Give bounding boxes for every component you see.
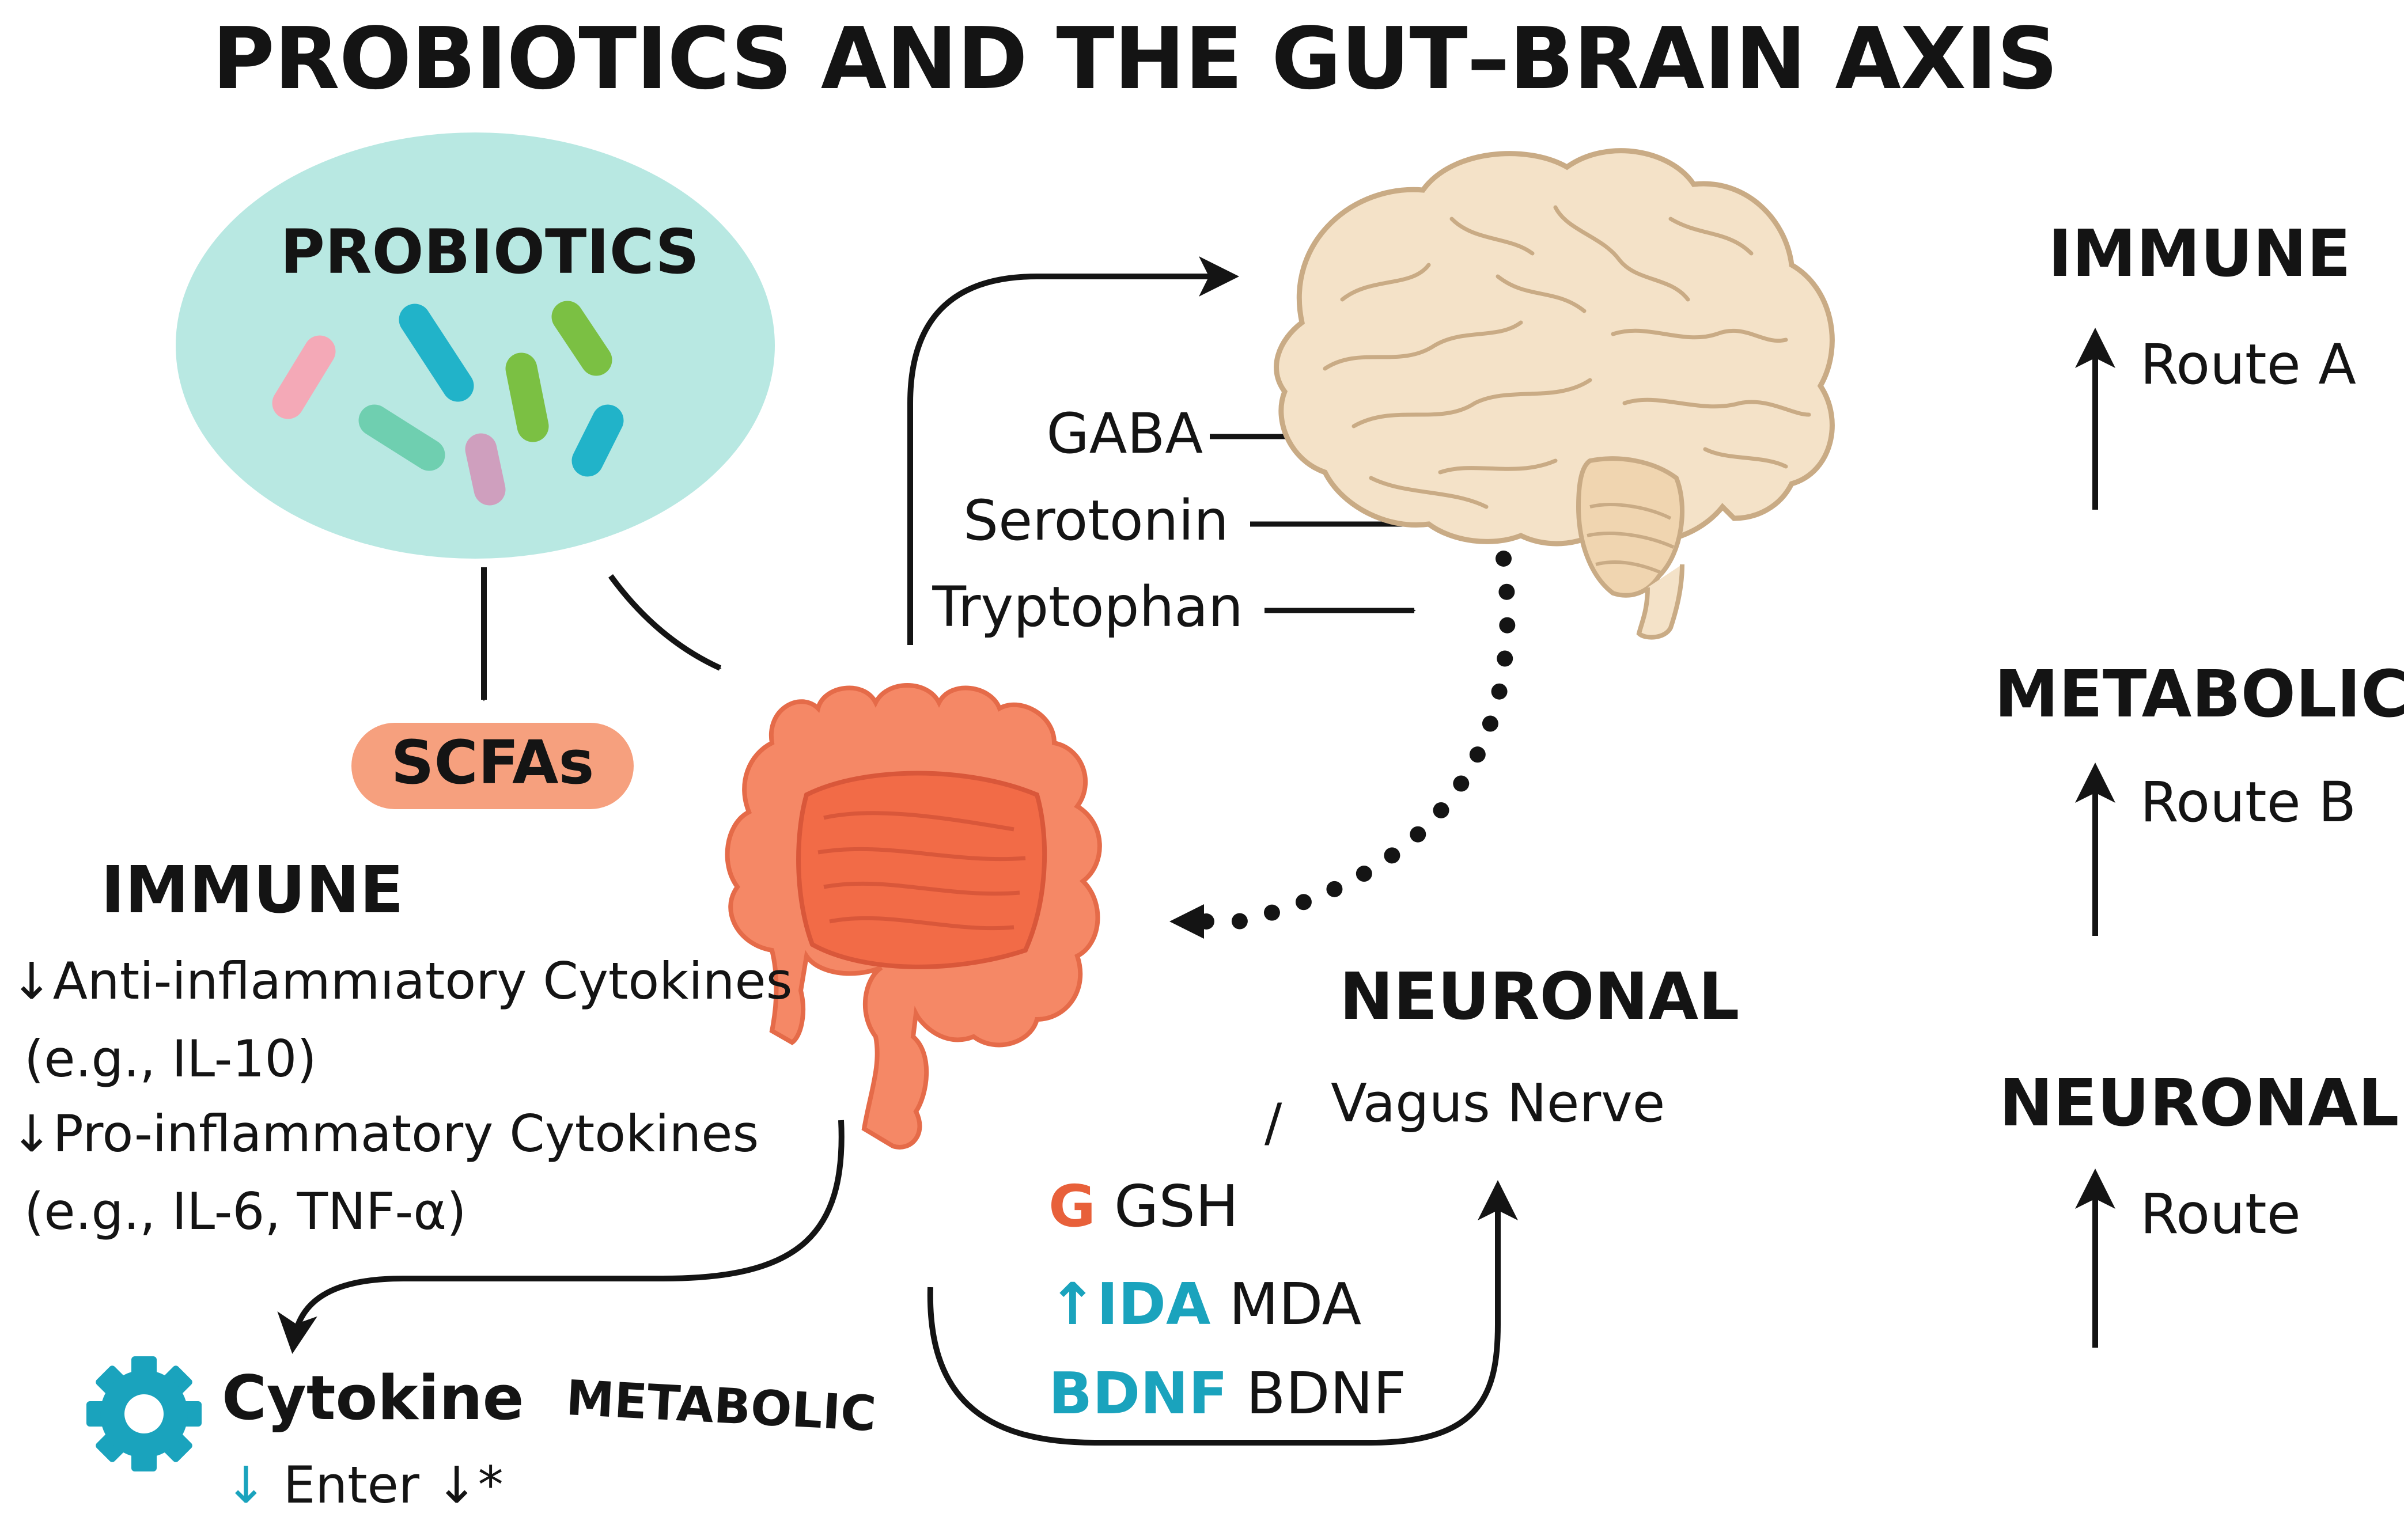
cytokine-label: Cytokine <box>222 1363 524 1433</box>
marker-prefix: G <box>1048 1173 1096 1240</box>
marker-label: MDA <box>1229 1270 1362 1338</box>
dotted-arrow-head <box>1169 904 1204 939</box>
brain-illustration <box>1274 148 1835 640</box>
route-heading-metabolic: METABOLIC <box>1994 657 2404 732</box>
vagus-tick-mark: / <box>1265 1093 1282 1153</box>
down-arrow-icon: ↓ <box>10 951 53 1011</box>
probiotics-label: PROBIOTICS <box>280 217 699 287</box>
dotted-brain-to-gut <box>1190 551 1516 930</box>
anti-inflammatory-text: Anti-inflammıatory Cytokines <box>52 951 793 1011</box>
route-label-c: Route <box>2140 1182 2301 1246</box>
arrow-loop-to-vagus <box>927 1180 1518 1446</box>
marker-label: BDNF <box>1246 1360 1406 1427</box>
route-label-b: Route B <box>2140 770 2357 835</box>
route-heading-immune: IMMUNE <box>2048 217 2351 291</box>
immune-example-il6: (e.g., IL-6, TNF-α) <box>24 1182 467 1241</box>
scfas-label: SCFAs <box>391 727 595 798</box>
cytokine-enter: ↓ Enter ↓* <box>225 1460 503 1511</box>
immune-example-il10: (e.g., IL-10) <box>24 1029 317 1088</box>
diagram-title: PROBIOTICS AND THE GUT–BRAIN AXIS <box>212 9 2058 108</box>
immune-item-anti: ↓Anti-inflammıatory Cytokines <box>10 956 792 1007</box>
serotonin-label: Serotonin <box>963 488 1229 553</box>
arrow-gut-to-cytokine <box>277 1120 845 1354</box>
immune-heading: IMMUNE <box>101 853 404 928</box>
scfas-pill <box>351 723 634 809</box>
enter-text: Enter <box>283 1455 419 1515</box>
route-heading-neuronal: NEURONAL <box>1999 1066 2399 1141</box>
marker-prefix: ↑IDA <box>1048 1270 1211 1338</box>
down-arrow-icon: ↓ <box>225 1455 267 1515</box>
gear-icon <box>86 1356 202 1471</box>
route-label-a: Route A <box>2140 332 2356 397</box>
marker-mda: ↑IDA MDA <box>1048 1276 1361 1333</box>
gut-illustration <box>725 683 1102 1150</box>
bacteria-icons <box>272 301 624 506</box>
marker-label: GSH <box>1114 1173 1239 1240</box>
neuronal-heading: NEURONAL <box>1339 959 1740 1034</box>
marker-gsh: G GSH <box>1048 1178 1239 1235</box>
vagus-nerve-label: Vagus Nerve <box>1331 1072 1665 1134</box>
down-arrow-icon: ↓ <box>10 1104 53 1163</box>
arrow-probiotics-to-gut <box>608 574 722 671</box>
marker-bdnf: BDNF BDNF <box>1048 1365 1406 1423</box>
marker-prefix: BDNF <box>1048 1360 1228 1427</box>
pro-inflammatory-text: Pro-inflammatory Cytokines <box>52 1104 759 1163</box>
down-star-icon: ↓* <box>435 1455 503 1515</box>
arrow-gut-to-brain <box>907 256 1239 645</box>
immune-item-pro: ↓Pro-inflammatory Cytokines <box>10 1109 759 1159</box>
gaba-label: GABA <box>1046 401 1203 466</box>
probiotics-bubble <box>176 132 775 559</box>
tryptophan-label: Tryptophan <box>932 575 1243 639</box>
probiotics-arrows <box>481 567 722 701</box>
